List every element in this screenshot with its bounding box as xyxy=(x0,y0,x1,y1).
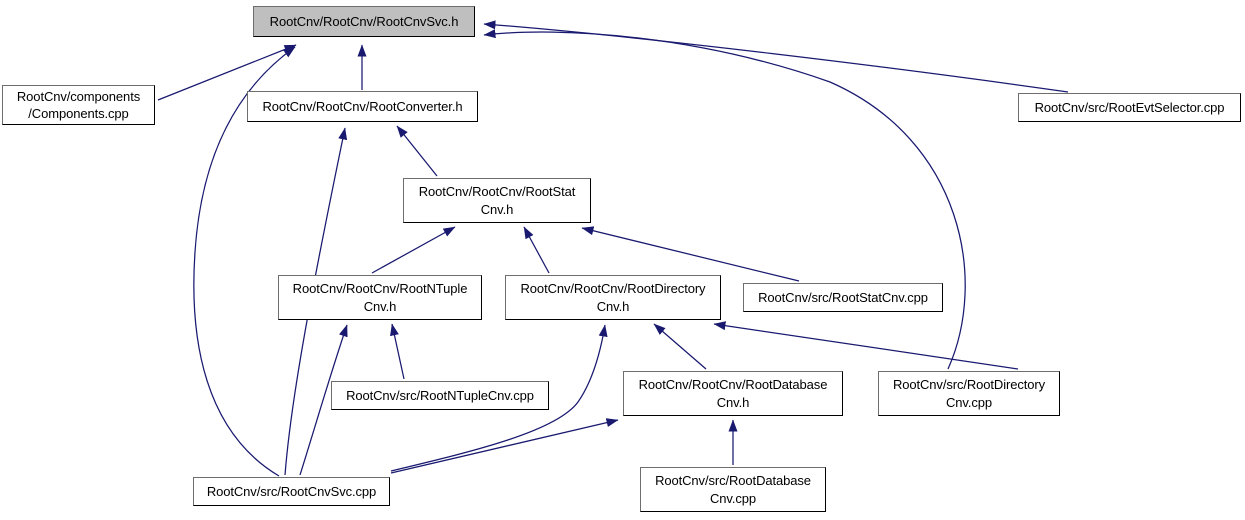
graph-edge-rootcnvsvc-cpp-to-rootconverter-h xyxy=(284,127,348,476)
graph-node-rootconverter-h[interactable]: RootCnv/RootCnv/RootConverter.h xyxy=(247,91,478,122)
graph-edge-rootstatcnv-cpp-to-rootstatcnv-h xyxy=(581,226,800,282)
graph-edge-components-cpp-to-rootcnvsvc-h xyxy=(157,44,297,101)
graph-edge-rootdatabasecnv-h-to-rootdirectorycnv-h xyxy=(653,323,707,370)
graph-node-components-cpp[interactable]: RootCnv/components /Components.cpp xyxy=(2,85,155,125)
graph-edge-rootcnvsvc-cpp-to-rootcnvsvc-h xyxy=(193,46,296,477)
graph-node-rootdatabasecnv-cpp[interactable]: RootCnv/src/RootDatabase Cnv.cpp xyxy=(640,467,826,512)
graph-node-rootstatcnv-cpp[interactable]: RootCnv/src/RootStatCnv.cpp xyxy=(743,283,943,312)
graph-node-rootntuplecnv-cpp[interactable]: RootCnv/src/RootNTupleCnv.cpp xyxy=(331,381,549,410)
graph-edge-rootntuplecnv-h-to-rootstatcnv-h xyxy=(371,226,456,274)
graph-edge-rootdirectorycnv-h-to-rootstatcnv-h xyxy=(523,226,550,274)
graph-node-rootstatcnv-h[interactable]: RootCnv/RootCnv/RootStat Cnv.h xyxy=(403,178,591,223)
graph-edge-rootcnvsvc-cpp-to-rootdirectorycnv-h xyxy=(390,324,608,472)
graph-node-rootdirectorycnv-cpp[interactable]: RootCnv/src/RootDirectory Cnv.cpp xyxy=(878,371,1060,416)
graph-node-rootdirectorycnv-h[interactable]: RootCnv/RootCnv/RootDirectory Cnv.h xyxy=(505,275,721,320)
graph-edge-rootdirectorycnv-cpp-to-rootcnvsvc-h xyxy=(483,29,966,370)
graph-node-rootdatabasecnv-h[interactable]: RootCnv/RootCnv/RootDatabase Cnv.h xyxy=(623,371,843,416)
graph-edge-rootevtselector-cpp-to-rootcnvsvc-h xyxy=(483,20,1069,93)
graph-edge-rootstatcnv-h-to-rootconverter-h xyxy=(396,125,438,177)
graph-node-rootntuplecnv-h[interactable]: RootCnv/RootCnv/RootNTuple Cnv.h xyxy=(278,275,482,320)
graph-edge-rootcnvsvc-cpp-to-rootntuplecnv-h xyxy=(299,324,348,476)
graph-edge-rootntuplecnv-cpp-to-rootntuplecnv-h xyxy=(390,323,405,380)
graph-edge-rootdirectorycnv-cpp-to-rootdirectorycnv-h xyxy=(713,321,1019,370)
graph-node-rootcnvsvc-h[interactable]: RootCnv/RootCnv/RootCnvSvc.h xyxy=(253,6,475,37)
graph-node-rootcnvsvc-cpp[interactable]: RootCnv/src/RootCnvSvc.cpp xyxy=(193,477,390,506)
graph-node-rootevtselector-cpp[interactable]: RootCnv/src/RootEvtSelector.cpp xyxy=(1018,93,1241,122)
graph-edges xyxy=(157,20,1069,477)
graph-edge-rootcnvsvc-cpp-to-rootdatabasecnv-h xyxy=(390,418,619,474)
